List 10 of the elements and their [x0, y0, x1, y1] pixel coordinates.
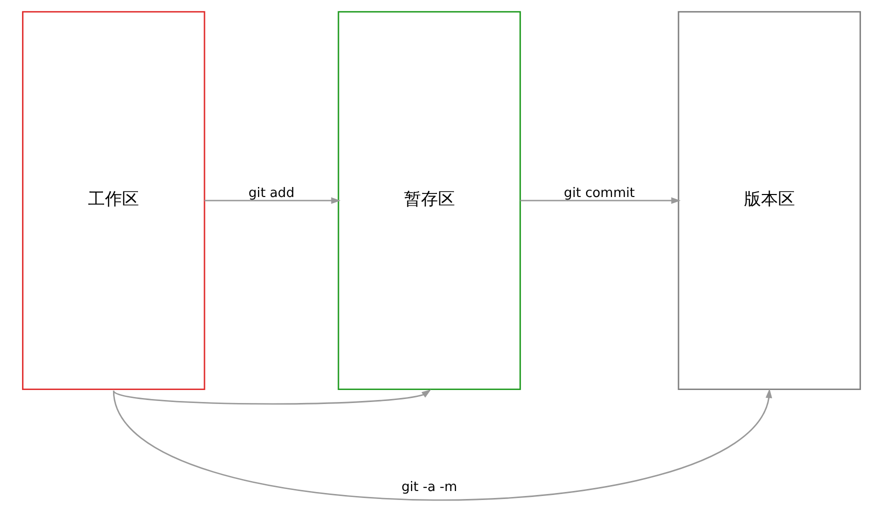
edge-label: git commit — [563, 186, 634, 202]
edge-label: git add — [248, 186, 294, 202]
node-box: 暂存区 — [337, 11, 520, 390]
arrow — [204, 197, 340, 204]
node-box: 版本区 — [677, 11, 860, 390]
arrow — [112, 388, 772, 501]
arrow — [112, 390, 431, 405]
arrow — [520, 197, 680, 204]
node-box: 工作区 — [22, 11, 205, 390]
edge-label: git -a -m — [400, 480, 457, 496]
